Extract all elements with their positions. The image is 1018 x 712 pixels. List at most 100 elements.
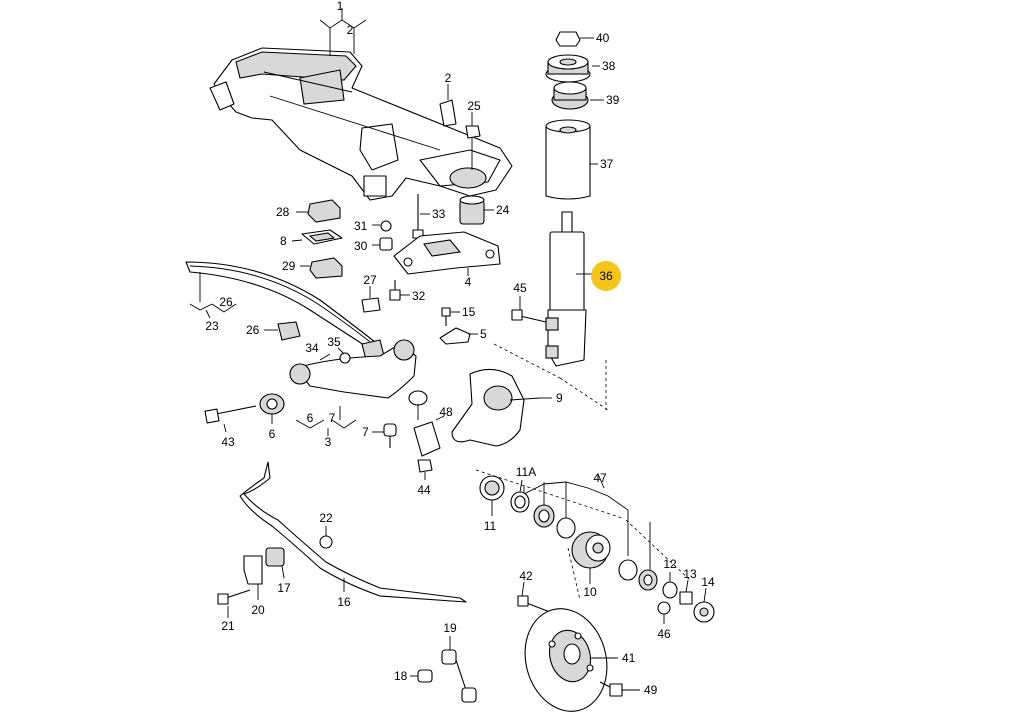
bump-stop-39-part [551, 81, 589, 110]
bolt-42-part [517, 595, 551, 613]
nut-31-part [380, 220, 392, 232]
label-37: 37 [600, 157, 614, 171]
label-27: 27 [363, 273, 377, 287]
label-35: 35 [327, 335, 341, 349]
nut-35-part [339, 352, 351, 364]
label-20: 20 [251, 603, 265, 617]
label-9: 9 [556, 391, 563, 405]
label-25: 25 [467, 99, 481, 113]
label-17: 17 [277, 581, 291, 595]
label-46: 46 [657, 627, 671, 641]
label-15: 15 [462, 305, 476, 319]
label-10: 10 [583, 585, 597, 599]
steering-knuckle-part [451, 368, 541, 447]
label-32: 32 [412, 289, 426, 303]
label-34: 34 [305, 341, 319, 355]
label-11a: 11A [516, 465, 536, 479]
label-7b: 7 [362, 425, 369, 439]
label-22: 22 [319, 511, 333, 525]
nut-25-part [465, 125, 481, 139]
bolt-15-part [441, 307, 451, 326]
brake-disc-41-part [524, 608, 608, 712]
label-26b: 26 [246, 323, 260, 337]
label-44: 44 [417, 483, 431, 497]
leaf-spring-part [185, 261, 385, 361]
bracket-part [439, 99, 457, 127]
bracket-5-part [439, 327, 471, 345]
label-13: 13 [683, 567, 697, 581]
bolt-33-part [412, 194, 424, 239]
label-21: 21 [221, 619, 235, 633]
pad-26-part [277, 321, 301, 341]
label-26: 26 [219, 295, 233, 309]
label-14: 14 [701, 575, 715, 589]
label-49: 49 [644, 683, 658, 697]
cap-14-part [693, 601, 715, 623]
plate-4-part [393, 231, 501, 275]
nut-44-part [417, 459, 433, 473]
label-47: 47 [593, 471, 607, 485]
nut-40-part [555, 31, 581, 47]
plate-8-part [301, 229, 343, 245]
label-5: 5 [480, 327, 487, 341]
control-arm-part [289, 339, 428, 420]
washer-12-part [662, 581, 678, 599]
hub-10-part [571, 531, 611, 569]
link-19-part [441, 649, 477, 703]
bolt-43-part [204, 405, 257, 424]
bolt-21-part [217, 589, 251, 605]
subframe-part [209, 47, 513, 201]
bushing-22-part [319, 535, 333, 549]
label-1: 1 [337, 0, 344, 13]
label-16: 16 [337, 595, 351, 609]
label-36[interactable]: 36 [599, 269, 613, 283]
label-3: 3 [325, 435, 332, 449]
bracket-17-part [265, 547, 285, 567]
bolt-49-part [599, 681, 623, 697]
label-30: 30 [354, 239, 368, 253]
label-2b: 2 [445, 71, 452, 85]
ring-outer-part [618, 559, 638, 581]
nut-46-part [657, 601, 671, 615]
label-8: 8 [280, 234, 287, 248]
label-48: 48 [439, 405, 453, 419]
pad-27-part [361, 297, 381, 313]
label-2: 2 [347, 23, 354, 37]
label-42: 42 [519, 569, 533, 583]
washer-30-part [379, 237, 393, 251]
label-31: 31 [354, 219, 368, 233]
label-7: 7 [329, 411, 336, 425]
label-43: 43 [221, 435, 235, 449]
shock-absorber-36-part [545, 211, 587, 367]
mount-29-part [309, 257, 343, 279]
label-18: 18 [394, 669, 408, 683]
top-mount-38-part [545, 54, 591, 83]
label-38: 38 [602, 59, 616, 73]
label-29: 29 [282, 259, 296, 273]
label-24: 24 [496, 203, 510, 217]
label-4: 4 [465, 275, 472, 289]
bearing-outer-part [638, 569, 658, 591]
stabilizer-bar-16-part [239, 461, 467, 603]
ball-joint-7-part [383, 423, 397, 448]
cap-13-part [679, 591, 693, 605]
seal-11-part [479, 475, 505, 501]
bushing-6-part [259, 393, 285, 415]
label-41: 41 [622, 651, 636, 665]
label-40: 40 [596, 31, 610, 45]
ring-11a-part [510, 491, 530, 513]
label-11: 11 [484, 519, 497, 533]
part-36-highlight-callout[interactable] [591, 261, 621, 291]
label-45: 45 [513, 281, 527, 295]
bolt-32-part [389, 280, 401, 301]
mount-28-part [307, 199, 341, 223]
label-39: 39 [606, 93, 620, 107]
label-23: 23 [205, 319, 219, 333]
rubber-18-part [417, 669, 433, 683]
label-33: 33 [432, 207, 446, 221]
label-6: 6 [307, 411, 314, 425]
label-19: 19 [443, 621, 457, 635]
bracket-48-part [413, 421, 441, 457]
boot-37-part [545, 119, 591, 200]
